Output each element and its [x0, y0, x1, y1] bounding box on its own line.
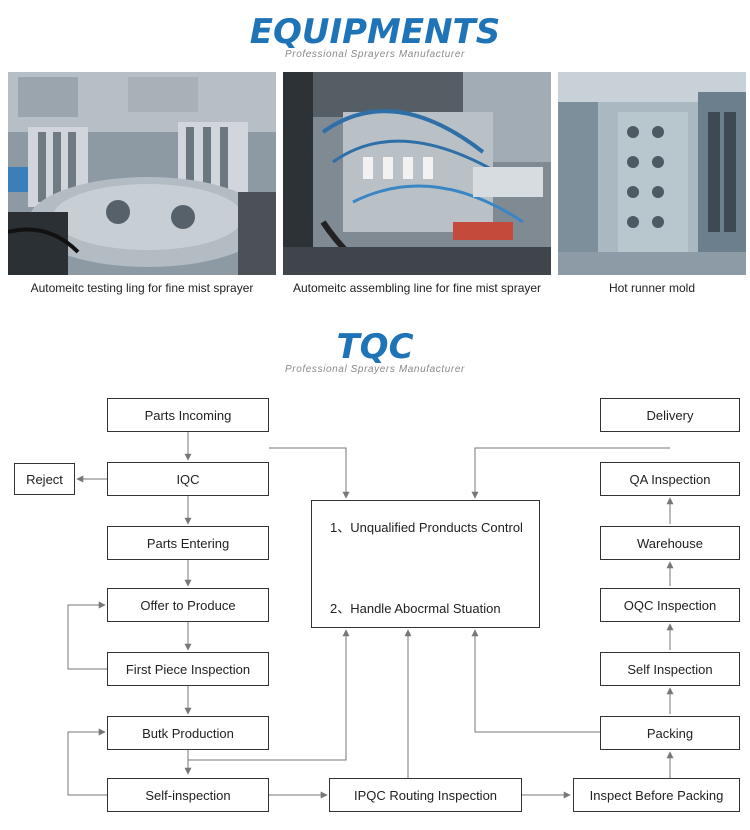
- self-inspection-box: Self-inspection: [107, 778, 269, 812]
- quality-control-box: 1、Unqualified Pronducts Control 2、Handle…: [311, 500, 540, 628]
- unqualified-products-control-label: 1、Unqualified Pronducts Control: [330, 520, 523, 535]
- assembling-line-caption: Automeitc assembling line for fine mist …: [292, 281, 542, 295]
- parts-incoming-box: Parts Incoming: [107, 398, 269, 432]
- oqc-inspection-box: OQC Inspection: [600, 588, 740, 622]
- right-self-inspection-box: Self Inspection: [600, 652, 740, 686]
- first-piece-inspection-box: First Piece Inspection: [107, 652, 269, 686]
- qa-inspection-box: QA Inspection: [600, 462, 740, 496]
- packing-box: Packing: [600, 716, 740, 750]
- delivery-box: Delivery: [600, 398, 740, 432]
- parts-entering-box: Parts Entering: [107, 526, 269, 560]
- assembling-line-photo: [283, 72, 551, 275]
- warehouse-box: Warehouse: [600, 526, 740, 560]
- tqc-subtitle: Professional Sprayers Manufacturer: [285, 364, 465, 375]
- tqc-title: TQC: [336, 327, 414, 367]
- iqc-box: IQC: [107, 462, 269, 496]
- hot-runner-mold-caption: Hot runner mold: [608, 281, 696, 295]
- bulk-production-box: Butk Production: [107, 716, 269, 750]
- inspect-before-packing-box: Inspect Before Packing: [573, 778, 740, 812]
- handle-abnormal-situation-label: 2、Handle Abocrmal Stuation: [330, 601, 501, 616]
- equipments-subtitle: Professional Sprayers Manufacturer: [285, 49, 465, 60]
- equipments-title: EQUIPMENTS: [249, 12, 501, 52]
- offer-to-produce-box: Offer to Produce: [107, 588, 269, 622]
- testing-line-photo: [8, 72, 276, 275]
- ipqc-routing-inspection-box: IPQC Routing Inspection: [329, 778, 522, 812]
- testing-line-caption: Automeitc testing ling for fine mist spr…: [30, 281, 254, 295]
- reject-box: Reject: [14, 463, 75, 495]
- hot-runner-mold-photo: [558, 72, 746, 275]
